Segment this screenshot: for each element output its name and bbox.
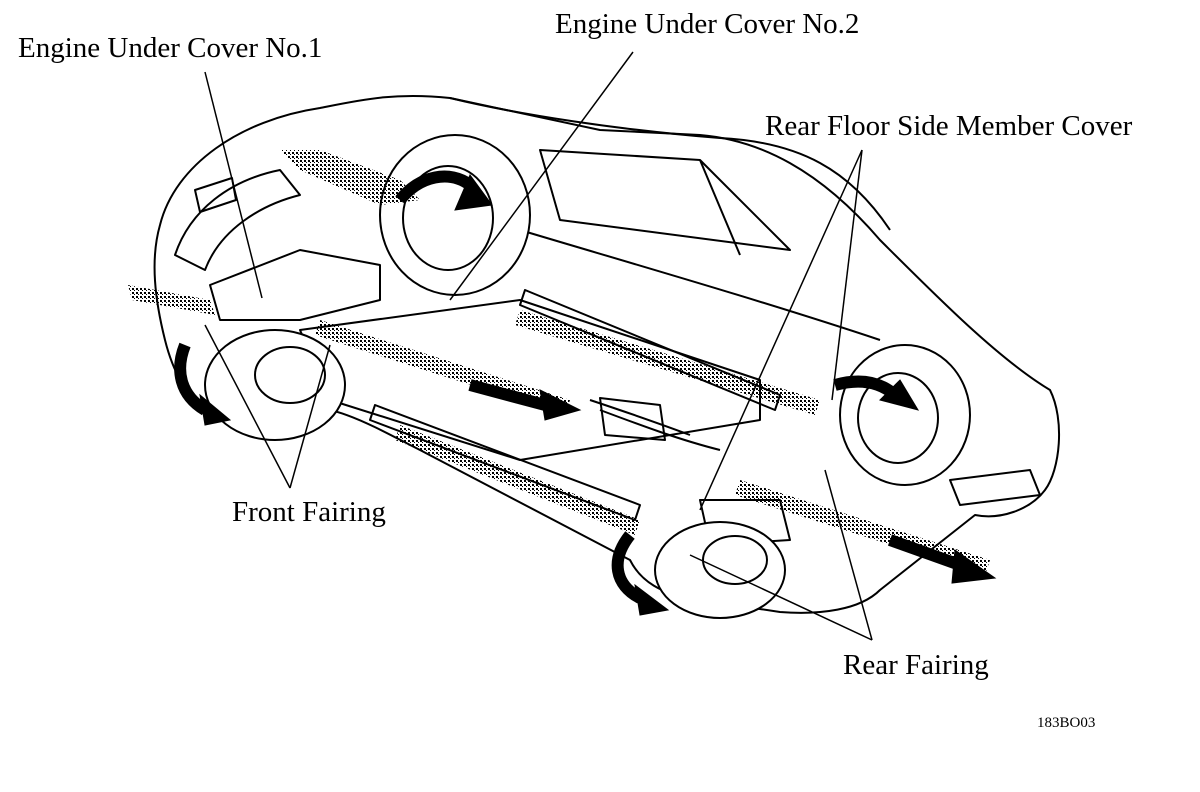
leader-rear-floor-side-member-a: [699, 149, 863, 511]
leader-front-fairing-b: [289, 344, 331, 489]
label-front-fairing: Front Fairing: [232, 496, 386, 528]
window-line: [539, 149, 791, 251]
door-line: [699, 159, 741, 256]
arrow-rear-wheel: [833, 375, 920, 411]
label-rear-fairing: Rear Fairing: [843, 649, 989, 681]
label-engine-under-cover-2: Engine Under Cover No.2: [555, 8, 860, 40]
rear-left-wheel: [654, 521, 786, 619]
arrow-rear-exit: [887, 534, 997, 584]
airflow-right-band: [515, 310, 820, 415]
front-grille: [194, 177, 237, 213]
side-skirt-right: [519, 289, 781, 411]
leader-engine-cover-2: [449, 51, 634, 301]
arrow-center: [468, 379, 582, 421]
rear-right-wheel: [839, 344, 971, 486]
airflow-arrows: [174, 170, 997, 616]
exhaust-muffler: [599, 397, 666, 441]
leader-lines: [204, 51, 873, 641]
rear-bumper: [949, 469, 1041, 506]
airflow-upper-band: [280, 150, 420, 205]
leader-engine-cover-1: [204, 71, 263, 299]
airflow-front-band: [128, 285, 215, 315]
figure-code: 183BO03: [1037, 715, 1096, 731]
front-apron: [209, 249, 381, 321]
front-left-wheel: [204, 329, 346, 441]
leader-front-fairing-a: [204, 324, 291, 489]
airflow-left-band: [395, 425, 640, 535]
leader-rear-fairing-a: [689, 554, 873, 641]
side-skirt-left: [369, 404, 641, 521]
leader-rear-fairing-b: [824, 469, 873, 641]
front-right-wheel: [379, 134, 531, 296]
arrow-front-wheel-upper: [395, 170, 493, 211]
roof-line: [449, 97, 891, 231]
arrow-front-left: [174, 342, 232, 426]
front-bumper: [174, 169, 301, 271]
wheels: [204, 134, 971, 619]
label-engine-under-cover-1: Engine Under Cover No.1: [18, 32, 323, 64]
rocker-panel: [519, 229, 881, 341]
leader-rear-floor-side-member-b: [831, 149, 863, 401]
arrow-rear-left: [611, 531, 670, 616]
label-rear-floor-side-member-cover: Rear Floor Side Member Cover: [765, 110, 1133, 142]
exhaust-pipe: [589, 399, 721, 451]
